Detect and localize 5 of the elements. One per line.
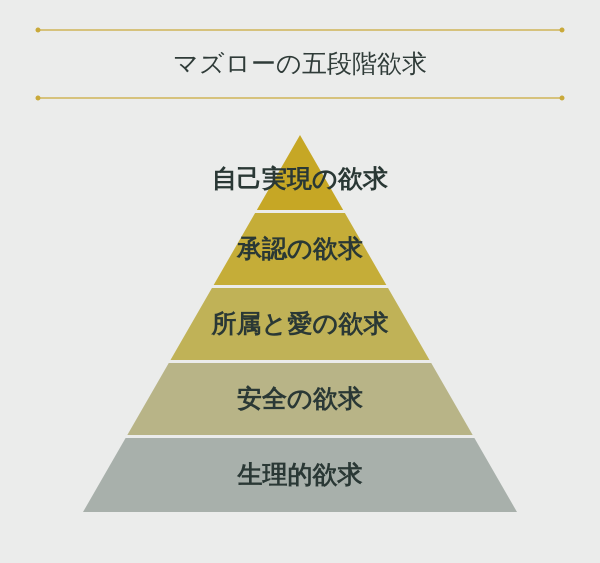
title: マズローの五段階欲求 xyxy=(172,48,428,80)
tier-label: 生理的欲求 xyxy=(238,459,362,491)
tier-label: 承認の欲求 xyxy=(237,233,363,265)
tier-label: 安全の欲求 xyxy=(237,383,363,415)
tier-label: 所属と愛の欲求 xyxy=(212,308,388,340)
